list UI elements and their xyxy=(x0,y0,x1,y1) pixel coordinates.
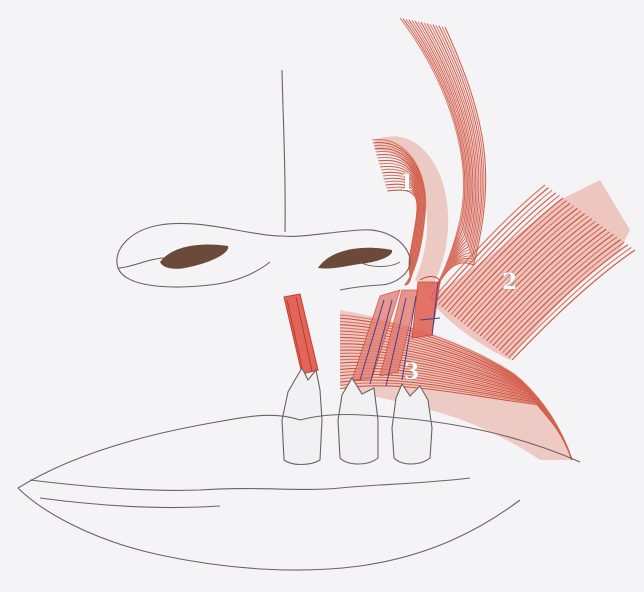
label-muscle-3: 3 xyxy=(404,359,419,385)
label-muscle-1: 1 xyxy=(399,170,414,196)
label-muscle-2: 2 xyxy=(502,269,517,295)
